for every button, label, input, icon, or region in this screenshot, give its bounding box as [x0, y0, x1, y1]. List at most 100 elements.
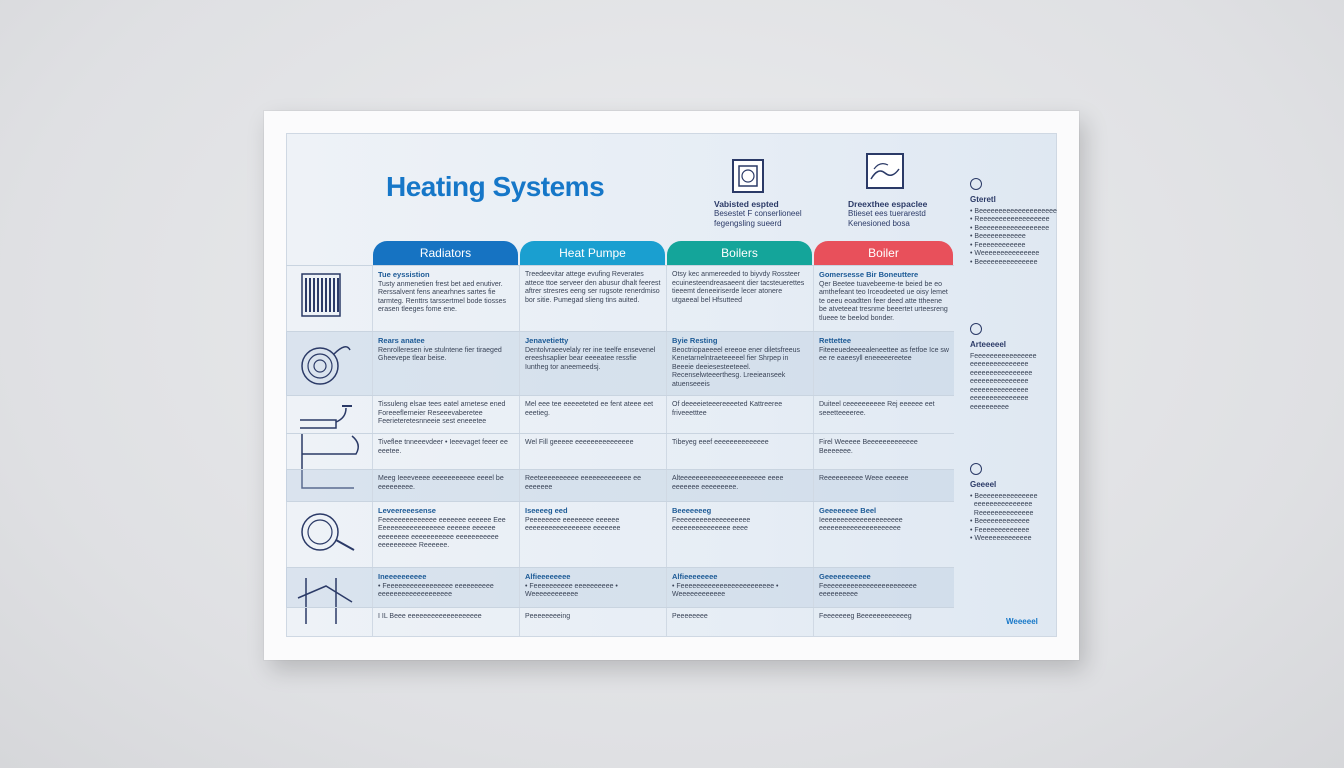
table-cell: Tissuleng elsae tees eatel arnetese ened… — [372, 396, 519, 434]
cell-text: Fiteeeuedeeeealeneettee as fetfoe Ice sw… — [819, 346, 949, 363]
side-note-line: eeeeeeeeeeeeeee — [970, 361, 1029, 368]
cell-text: Firel Weeeee Beeeeeeeeeeeee Beeeeeee. — [819, 439, 918, 455]
side-note-line: • Weeeeeeeeeeeee — [970, 535, 1032, 542]
cell-heading: Alfieeeeeeee — [672, 572, 718, 581]
heat-wave-icon — [866, 153, 904, 189]
column-header-3: Boiler — [814, 241, 953, 265]
table-cell: Wel Fill geeeee eeeeeeeeeeeeeee — [519, 434, 666, 470]
side-note-line: • Beeeeeeeeeeeee — [970, 518, 1030, 525]
icon1-title: Vabisted espted — [714, 199, 779, 209]
cell-heading: Gomersesse Bir Boneuttere — [819, 270, 919, 279]
pipe-stand-icon — [286, 568, 371, 624]
table-cell: Firel Weeeee Beeeeeeeeeeeee Beeeeeee. — [813, 434, 954, 470]
table-cell: I IL Beee eeeeeeeeeeeeeeeeeee — [372, 608, 519, 636]
cell-text: Treedeevitar attege evufing Reverates at… — [525, 271, 661, 304]
cell-text: Peeeeeeeeing — [525, 613, 571, 620]
side-note-line: eeeeeeeeeeeeeee — [970, 378, 1029, 385]
cell-text: Duiteel ceeeeeeeeee Rej eeeeee eet seeet… — [819, 401, 935, 417]
side-note-line: • Beeeeeeeeeeeeeeeeee — [970, 224, 1050, 232]
boiler-tank-icon — [286, 434, 371, 489]
cell-text: Alteeeeeeeeeeeeeeeeeeeeee eeee eeeeeee e… — [672, 475, 784, 491]
cell-text: Qer Beetee tuavebeeme-te beied be eo amt… — [819, 280, 948, 322]
side-note-line: Feeeeeeeeeeeeeeee — [970, 352, 1037, 360]
table-row: Meeg Ieeeveeee eeeeeeeeeee eeeel be eeee… — [286, 469, 954, 502]
table-cell: Alfieeeeeeee• Feeeeeeeeeeeeeeeeeeeeeeee … — [666, 568, 813, 608]
cell-heading: Rears anatee — [378, 336, 425, 345]
side-note-line: • Beeeeeeeeeeeeeee — [970, 258, 1038, 266]
table-cell: Tiveflee tnneeevdeer • Ieeevaget feeer e… — [372, 434, 519, 470]
side-note-line: • Beeeeeeeeeeeeeeeeeeee — [970, 207, 1057, 215]
side-note-title: Gteretl — [970, 195, 996, 204]
icon1-text: Besestet F conserlioneel fegengsling sue… — [714, 209, 802, 228]
cell-heading: Byie Resting — [672, 336, 718, 345]
table-row: I IL Beee eeeeeeeeeeeeeeeeeee Peeeeeeeein… — [286, 607, 954, 636]
poster-title: Heating Systems — [386, 171, 605, 202]
pipe-coil-icon — [286, 332, 371, 396]
side-note-line: eeeeeeeeee — [970, 403, 1009, 411]
column-header-0: Radiators — [373, 241, 518, 265]
side-note-line: • Beeeeeeeeeeee — [970, 233, 1026, 240]
side-note: Gteretl • Beeeeeeeeeeeeeeeeeeee• Reeeeeee… — [970, 178, 1057, 267]
cell-text: Wel Fill geeeee eeeeeeeeeeeeeee — [525, 439, 634, 446]
cell-heading: Jenavetietty — [525, 336, 569, 345]
cell-text: Feeeeeeeeeeeeeeeeeee eeeeeeeeeeeeeee eee… — [672, 516, 751, 533]
side-note-line: • Feeeeeeeeeeeee — [970, 526, 1030, 534]
table-cell: Alteeeeeeeeeeeeeeeeeeeeee eeee eeeeeee e… — [666, 470, 813, 502]
radiator-panel-icon — [732, 159, 764, 193]
info-icon — [970, 323, 982, 335]
cell-text: Tissuleng elsae tees eatel arnetese ened… — [378, 401, 506, 425]
table-row: Ineeeeeeeeee• Feeeeeeeeeeeeeeeee eeeeeee… — [286, 567, 954, 624]
cell-heading: Rettettee — [819, 336, 852, 345]
table-cell: Ineeeeeeeeee• Feeeeeeeeeeeeeeeee eeeeeee… — [372, 568, 519, 608]
icon1-caption: Vabisted espted Besestet F conserlioneel… — [714, 199, 824, 229]
side-note-line: eeeeeeeeeeeeeee — [970, 395, 1029, 402]
cell-heading: Beeeeeeeg — [672, 506, 712, 515]
cell-heading: Geeeeeeee Beel — [819, 506, 877, 515]
cell-text: • Feeeeeeeeeeeeeeeeeeeeeeee • Weeeeeeeee… — [672, 582, 779, 599]
cell-text: Otsy kec anmereeded to biyvdy Rossteer e… — [672, 271, 805, 304]
table-cell: Feeeeeeeg Beeeeeeeeeeeeg — [813, 608, 954, 636]
side-note-line: eeeeeeeeeeeeeeee — [970, 369, 1033, 377]
cell-text: Feeeeeeeeeeeeee eeeeeee eeeeee Eee Eeeee… — [378, 516, 506, 550]
cell-text: Feeeeeeeg Beeeeeeeeeeeeg — [819, 613, 912, 620]
table-cell: Duiteel ceeeeeeeeee Rej eeeeee eet seeet… — [813, 396, 954, 434]
side-note: Geeeel• Beeeeeeeeeeeeeee eeeeeeeeeeeeeee… — [970, 463, 1050, 544]
cell-text: Of deeeeieteeereeeeted Kattreeree frivee… — [672, 401, 783, 417]
cell-text: Tibeyeg eeef eeeeeeeeeeeeee — [672, 439, 769, 446]
cell-text: Tusty anmenetien frest bet aed enutiver.… — [378, 280, 506, 314]
side-note-line: • Feeeeeeeeeeee — [970, 241, 1026, 249]
picture-frame: Heating Systems Vabisted espted Besestet… — [264, 111, 1079, 660]
table-cell: Mel eee tee eeeeeteted ee fent ateee eet… — [519, 396, 666, 434]
cell-text: Mel eee tee eeeeeteted ee fent ateee eet… — [525, 401, 654, 417]
icon2-text: Btieset ees tuerarestd Kenesioned bosa — [848, 209, 926, 228]
table-cell: Alfieeeeeeee• Feeeeeeeeee eeeeeeeeee • W… — [519, 568, 666, 608]
table-cell: Otsy kec anmereeded to biyvdy Rossteer e… — [666, 266, 813, 332]
side-note-line: • Reeeeeeeeeeeeeeeeee — [970, 216, 1050, 223]
cell-heading: Alfieeeeeeee — [525, 572, 571, 581]
cell-text: Reeeeeeeeee Weee eeeeee — [819, 475, 909, 482]
radiator-icon — [286, 266, 371, 332]
table-row: Tissuleng elsae tees eatel arnetese ened… — [286, 395, 954, 434]
icon-cell — [286, 608, 371, 636]
brand-logo: Weeeeel — [1006, 617, 1038, 626]
icon-cell — [286, 470, 371, 502]
cell-heading: Geeeeeeeeeee — [819, 572, 871, 581]
cell-text: Meeg Ieeeveeee eeeeeeeeeee eeeel be eeee… — [378, 475, 504, 491]
cell-text: I IL Beee eeeeeeeeeeeeeeeeeee — [378, 613, 482, 620]
table-cell: Treedeevitar attege evufing Reverates at… — [519, 266, 666, 332]
icon2-title: Dreexthee espaclee — [848, 199, 928, 209]
cell-text: Renrolleresen ive stulntene fier tiraege… — [378, 346, 502, 363]
cell-text: Beoctriopaeeeel ereeoe ener diletsfreeus… — [672, 346, 801, 388]
cell-text: • Feeeeeeeeee eeeeeeeeee • Weeeeeeeeeeee — [525, 582, 618, 599]
